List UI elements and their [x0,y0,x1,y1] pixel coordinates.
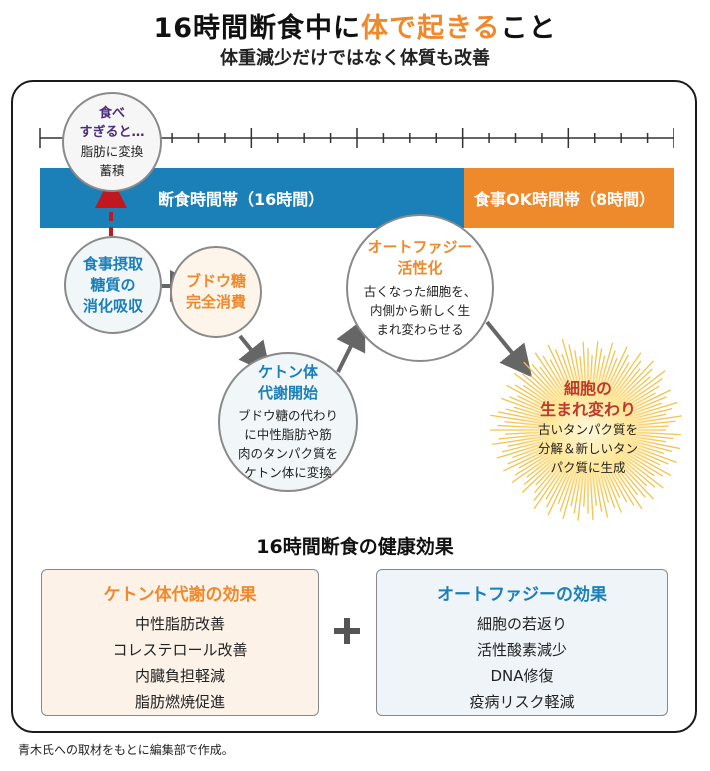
overeating-line-1: 食べ [98,106,125,121]
glucose-line-2: 完全消費 [185,293,246,311]
ketone-body-2: に中性脂肪や筋 [244,427,332,442]
autophagy-title-1: オートファジー [367,238,473,256]
digestion-line-1: 食事摂取 [82,254,143,273]
rebirth-title-2: 生まれ変わり [539,400,636,419]
autophagy-effects-box: オートファジーの効果 細胞の若返り 活性酸素減少 DNA修復 疫病リスク軽減 [376,569,668,716]
node-overeating: 食べ すぎると… 脂肪に変換 蓄積 [62,92,162,192]
ketone-title-2: 代謝開始 [257,384,318,402]
digestion-line-2: 糖質の [90,275,136,294]
autophagy-body-2: 内側から新しく生 [369,303,470,318]
autophagy-effects-list: 細胞の若返り 活性酸素減少 DNA修復 疫病リスク軽減 [377,611,667,715]
arrow-autophagy-to-rebirth [485,320,533,378]
list-item: コレステロール改善 [112,641,248,659]
list-item: 疫病リスク軽減 [469,693,575,711]
list-item: 活性酸素減少 [476,641,567,659]
glucose-line-1: ブドウ糖 [185,272,246,290]
rebirth-body-3: パク質に生成 [550,460,626,475]
ketone-effects-list: 中性脂肪改善 コレステロール改善 内臓負担軽減 脂肪燃焼促進 [42,611,318,715]
list-item: 内臓負担軽減 [134,667,225,685]
ketone-effects-title: ケトン体代謝の効果 [103,585,257,605]
autophagy-body-1: 古くなった細胞を、 [363,284,477,299]
autophagy-title-2: 活性化 [397,259,443,277]
list-item: DNA修復 [490,667,554,685]
overeating-line-3: 脂肪に変換 [80,144,144,159]
list-item: 中性脂肪改善 [134,615,225,633]
source-footnote: 青木氏への取材をもとに編集部で作成。 [18,743,234,757]
eating-period-bar [464,168,674,228]
page-title: 16時間断食中に体で起きること [0,6,710,45]
fasting-period-label: 断食時間帯（16時間） [158,190,325,209]
ketone-title-1: ケトン体 [257,363,318,381]
page-subtitle: 体重減少だけではなく体質も改善 [220,48,490,69]
autophagy-body-3: まれ変わらせる [376,322,464,337]
ketone-body-3: 肉のタンパク質を [237,446,338,461]
health-effects-title: 16時間断食の健康効果 [256,536,454,558]
eating-period-label: 食事OK時間帯（8時間） [474,190,656,209]
node-glucose: ブドウ糖 完全消費 [170,246,262,338]
plus-icon [334,618,360,644]
ketone-body-1: ブドウ糖の代わり [237,408,338,423]
autophagy-effects-title: オートファジーの効果 [437,585,607,605]
node-ketone-metabolism: ケトン体 代謝開始 ブドウ糖の代わり に中性脂肪や筋 肉のタンパク質を ケトン体… [218,352,358,492]
list-item: 脂肪燃焼促進 [134,693,225,711]
list-item: 細胞の若返り [476,615,567,633]
node-autophagy: オートファジー 活性化 古くなった細胞を、 内側から新しく生 まれ変わらせる [346,214,494,362]
ketone-effects-box: ケトン体代謝の効果 中性脂肪改善 コレステロール改善 内臓負担軽減 脂肪燃焼促進 [41,569,319,716]
arrow-ketone-to-autophagy [336,317,366,373]
overeating-line-2: すぎると… [79,125,145,140]
title-part-2: こと [500,13,557,44]
node-cell-rebirth: 細胞の 生まれ変わり 古いタンパク質を 分解＆新しいタン パク質に生成 [510,378,666,477]
rebirth-title-1: 細胞の [563,379,612,398]
digestion-line-3: 消化吸収 [82,296,143,315]
title-highlight: 体で起きる [361,13,501,44]
node-digestion: 食事摂取 糖質の 消化吸収 [64,236,162,334]
overeating-line-4: 蓄積 [99,163,125,178]
starburst-glow [490,338,682,521]
title-part-1: 16時間断食中に [153,13,362,44]
rebirth-body-2: 分解＆新しいタン [537,441,638,456]
rebirth-body-1: 古いタンパク質を [537,422,638,437]
ketone-body-4: ケトン体に変換 [244,465,332,480]
